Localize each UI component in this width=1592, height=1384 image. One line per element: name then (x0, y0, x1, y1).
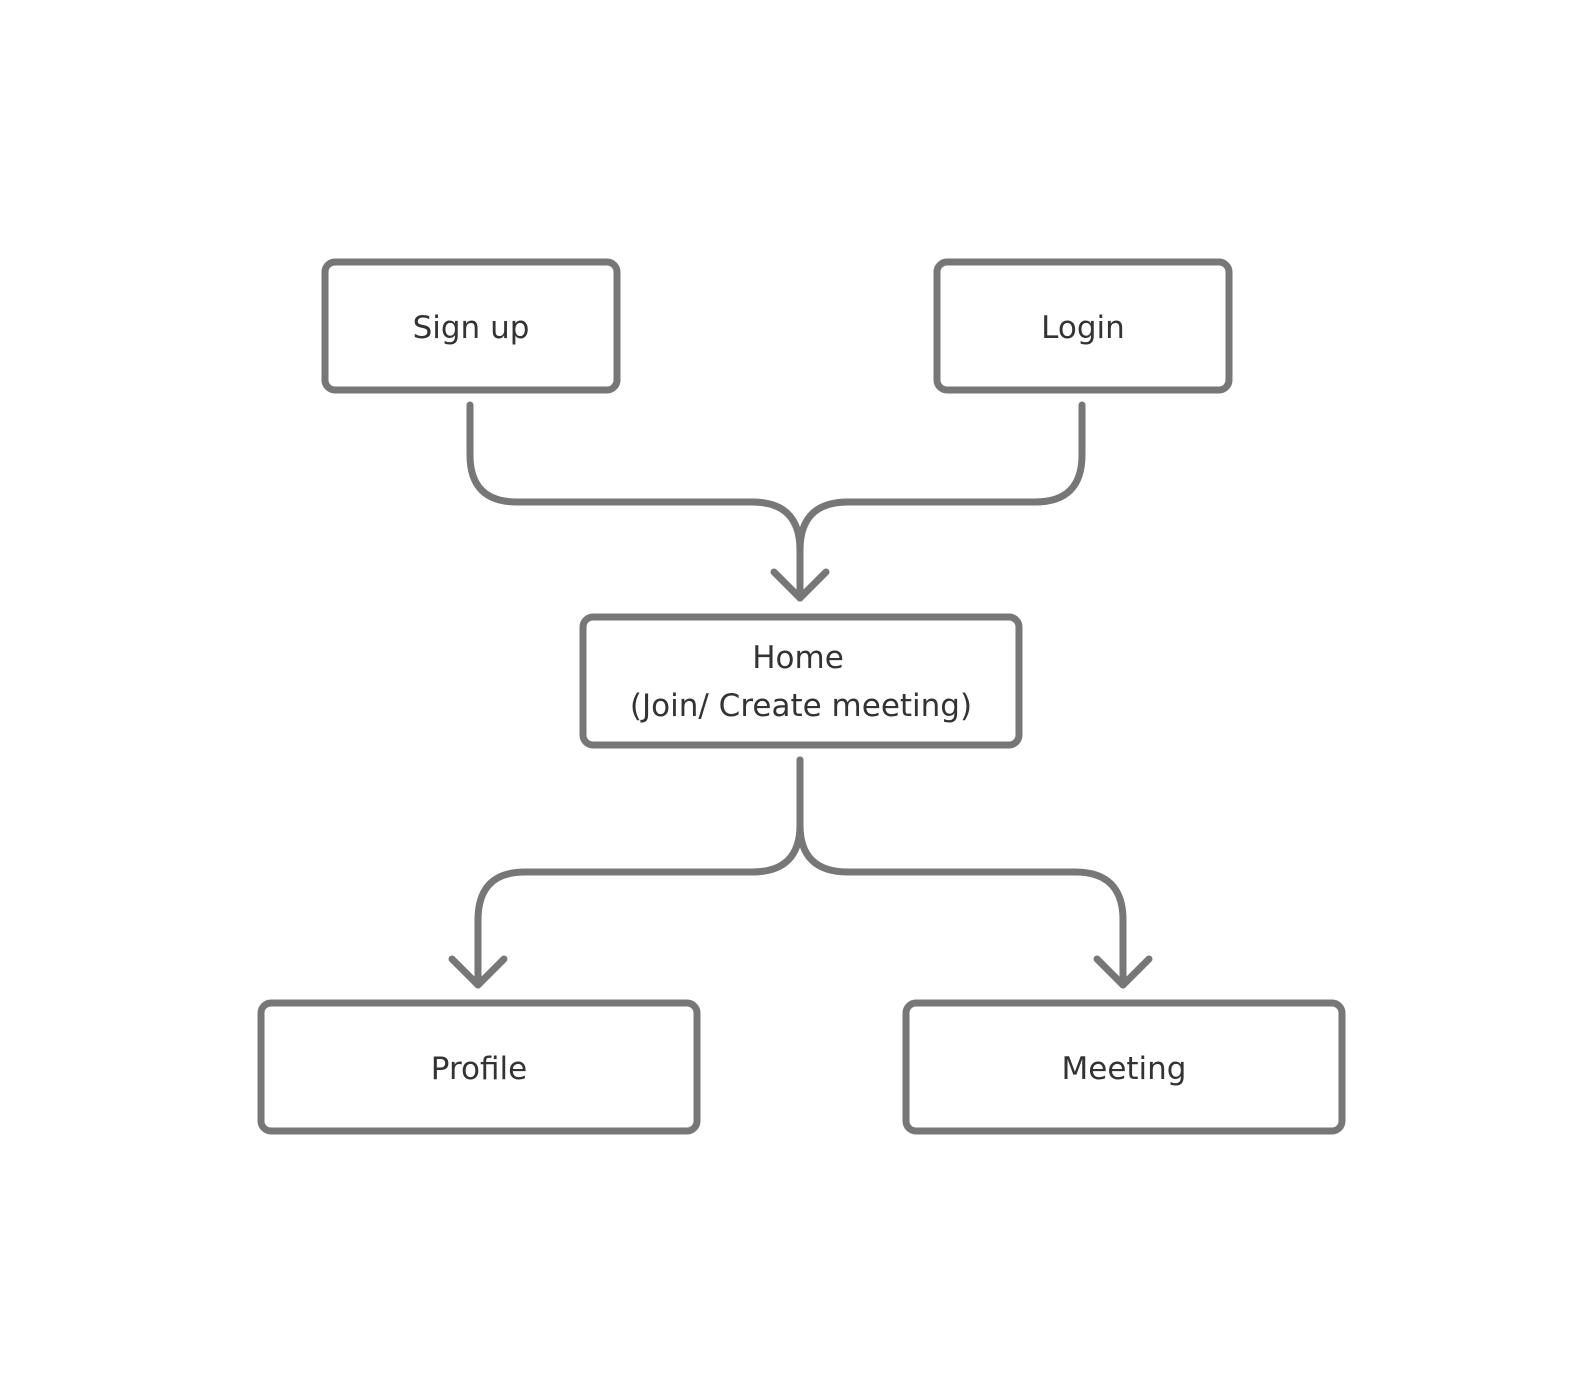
node-signup-box (321, 258, 621, 394)
edge-home-to-meeting (796, 756, 1127, 989)
node-signup-label: Sign up (413, 310, 530, 346)
node-profile-box (257, 999, 701, 1135)
node-meeting: Meeting (902, 999, 1346, 1135)
node-home-label-line1: Home (752, 640, 844, 676)
node-signup: Sign up (321, 258, 621, 394)
node-profile-label: Profile (431, 1051, 527, 1087)
arrowhead-profile (448, 955, 508, 989)
node-profile: Profile (257, 999, 701, 1135)
edge-login-to-home (796, 401, 1086, 602)
edge-signup-to-home (466, 401, 804, 602)
edge-home-to-profile (474, 756, 804, 989)
node-home-label-line2: (Join/ Create meeting) (630, 688, 972, 724)
node-login-box (933, 258, 1233, 394)
node-login: Login (933, 258, 1233, 394)
node-home: Home (Join/ Create meeting) (579, 613, 1023, 749)
node-login-label: Login (1041, 310, 1125, 346)
arrowhead-home (770, 568, 830, 602)
arrowhead-meeting (1093, 955, 1153, 989)
node-meeting-box (902, 999, 1346, 1135)
node-home-box (579, 613, 1023, 749)
node-meeting-label: Meeting (1062, 1051, 1187, 1087)
